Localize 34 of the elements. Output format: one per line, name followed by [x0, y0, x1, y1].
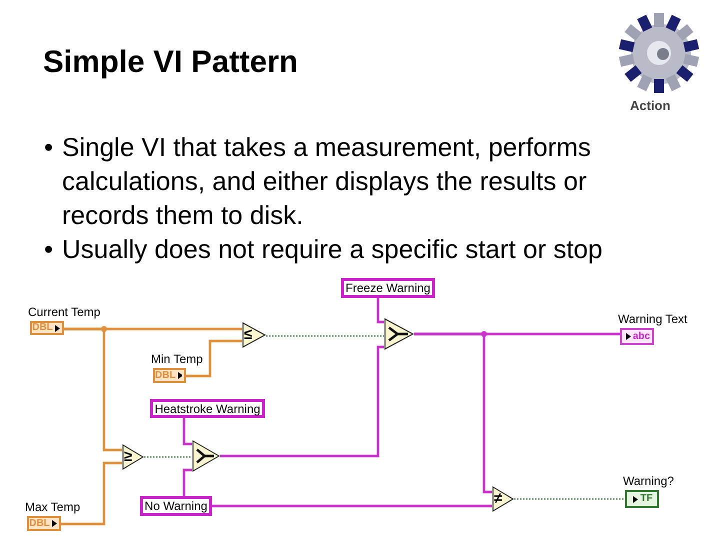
- terminal-box: DBL: [153, 368, 186, 383]
- wire: [220, 346, 384, 458]
- wire: [376, 298, 384, 324]
- terminal-box: TF: [625, 490, 659, 508]
- terminal-box: DBL: [27, 516, 61, 531]
- wire: [414, 332, 492, 494]
- terminal-label: Min Temp: [151, 352, 203, 366]
- wire: [64, 328, 122, 452]
- wire: [144, 456, 192, 458]
- wire: [182, 418, 192, 446]
- wire: [212, 504, 492, 508]
- string-constant: No Warning: [140, 496, 212, 516]
- terminal-label: Current Temp: [28, 305, 100, 319]
- slide-title: Simple VI Pattern: [43, 44, 298, 80]
- wire: [266, 335, 384, 337]
- terminal-label: Warning Text: [618, 312, 688, 326]
- string-constant: Heatstroke Warning: [150, 399, 265, 418]
- wire: [61, 462, 122, 526]
- wire: [514, 498, 625, 500]
- operator-symbol: ≥: [124, 449, 132, 464]
- terminal-box: abc: [620, 328, 654, 345]
- operator-symbol: ≤: [244, 327, 252, 342]
- bullet-mark: •: [44, 131, 54, 164]
- wire: [186, 340, 242, 378]
- bullet-text: Single VI that takes a measurement, performs calculations, and either displays the results or records them to disk.: [62, 131, 592, 232]
- terminal-label: Warning?: [623, 474, 674, 488]
- wire: [182, 468, 192, 496]
- bullet-text: Usually does not require a specific start or stop: [62, 233, 604, 266]
- icon-caption: Action: [630, 98, 670, 113]
- string-constant: Freeze Warning: [341, 278, 435, 298]
- terminal-box: DBL: [30, 321, 64, 335]
- terminal-label: Max Temp: [25, 500, 80, 514]
- operator-symbol: ≠: [494, 491, 502, 506]
- bullet-mark: •: [44, 233, 54, 266]
